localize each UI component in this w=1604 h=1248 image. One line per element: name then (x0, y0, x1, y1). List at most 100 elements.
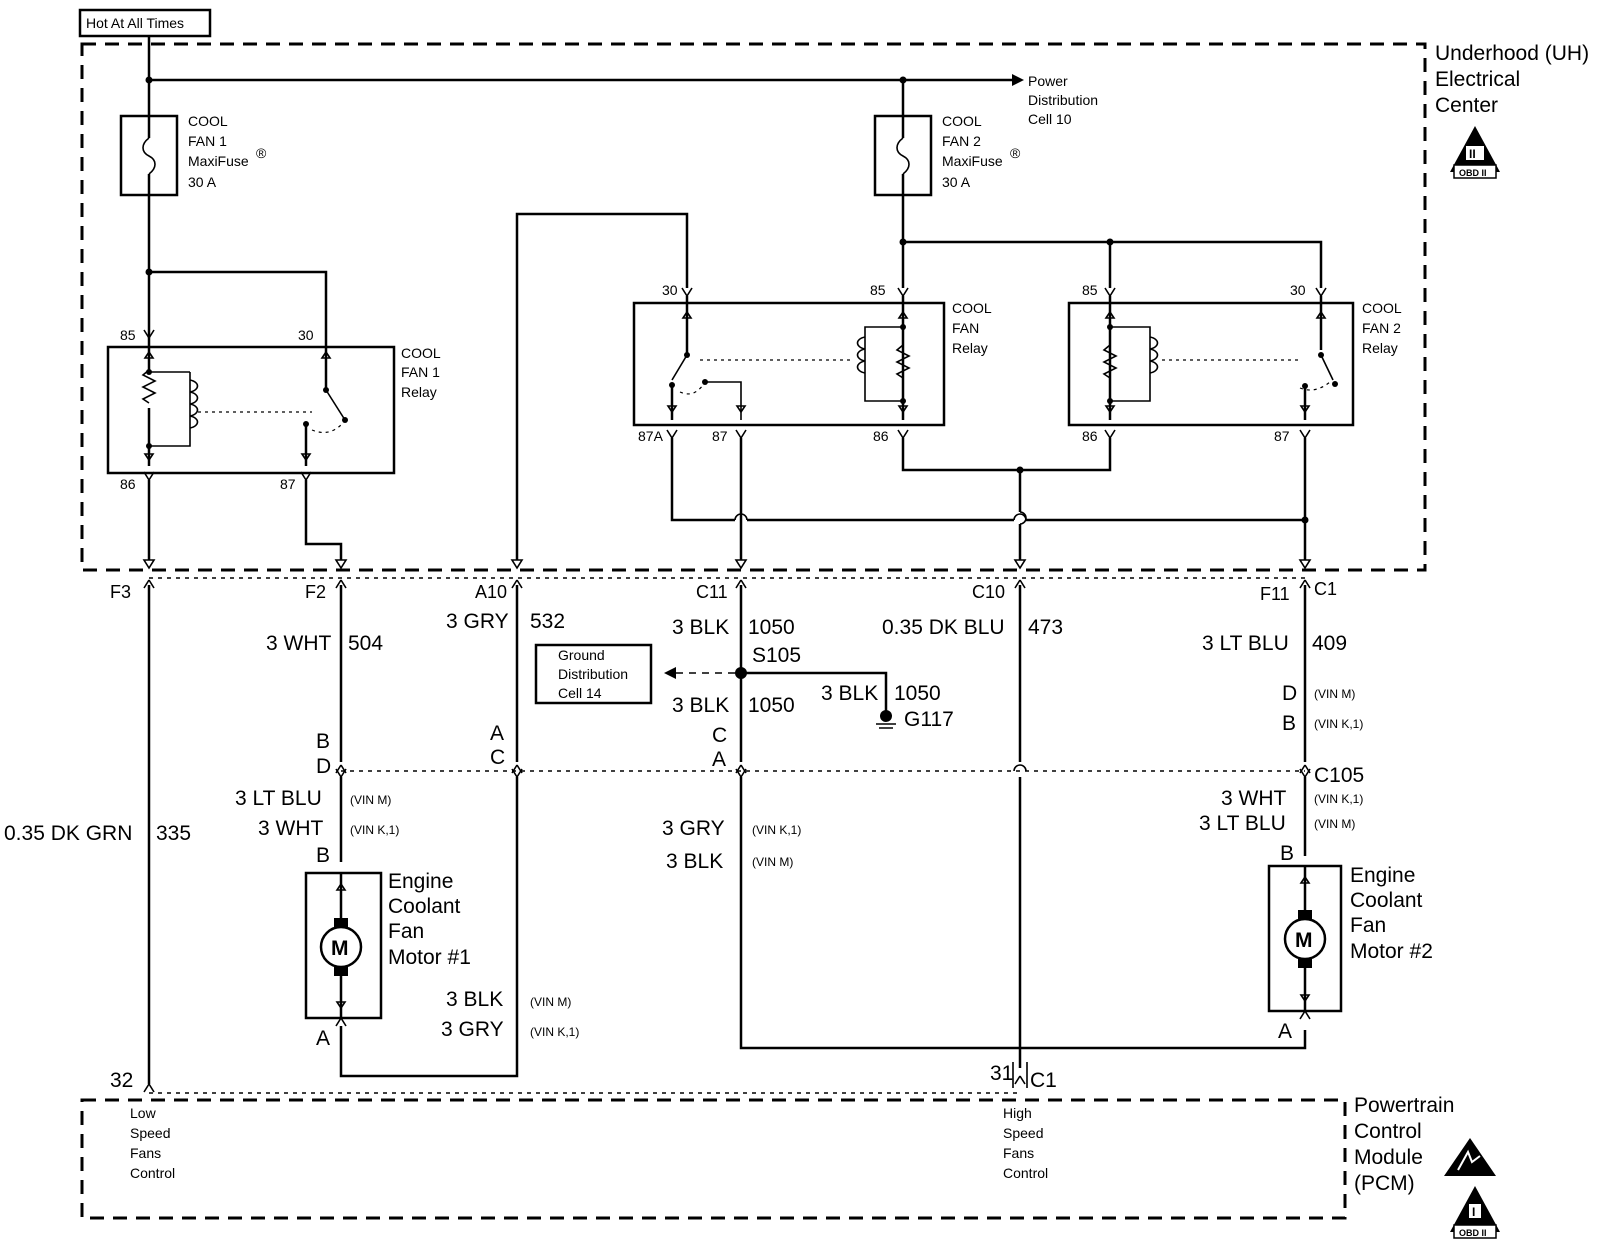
svg-text:3 BLK: 3 BLK (672, 694, 729, 717)
svg-text:85: 85 (120, 327, 136, 343)
svg-text:Control: Control (130, 1165, 175, 1181)
wire-504-label: 3 WHT 504 (266, 632, 383, 655)
svg-text:®: ® (1010, 145, 1021, 161)
svg-text:M: M (1295, 929, 1313, 952)
svg-text:532: 532 (530, 610, 565, 633)
svg-text:M: M (331, 937, 349, 960)
svg-text:30 A: 30 A (188, 174, 217, 190)
svg-text:Center: Center (1435, 94, 1498, 117)
svg-text:87: 87 (712, 428, 728, 444)
svg-text:A: A (712, 748, 726, 771)
svg-text:0.35 DK BLU: 0.35 DK BLU (882, 616, 1005, 639)
svg-text:COOL: COOL (188, 113, 228, 129)
svg-text:Coolant: Coolant (1350, 889, 1423, 912)
svg-text:®: ® (256, 145, 267, 161)
svg-text:Cell 14: Cell 14 (558, 685, 602, 701)
svg-text:(VIN K,1): (VIN K,1) (350, 823, 399, 837)
mid-wire-label: 3 GRY (VIN K,1) 3 BLK (VIN M) (662, 817, 801, 873)
svg-text:87A: 87A (638, 428, 664, 444)
a10-to-relay-30-wire (515, 212, 689, 560)
svg-text:30: 30 (662, 282, 678, 298)
svg-text:B: B (316, 844, 330, 867)
svg-text:Distribution: Distribution (1028, 92, 1098, 108)
cool-fan-relay-label: COOL FAN Relay (952, 300, 992, 356)
ground-g117-label: G117 (904, 708, 954, 731)
svg-text:C10: C10 (972, 582, 1005, 602)
svg-text:85: 85 (870, 282, 886, 298)
svg-text:Motor #1: Motor #1 (388, 946, 471, 969)
svg-text:OBD II: OBD II (1459, 1228, 1487, 1238)
svg-text:(VIN K,1): (VIN K,1) (752, 823, 801, 837)
svg-text:FAN: FAN (952, 320, 979, 336)
svg-text:3 BLK: 3 BLK (666, 850, 723, 873)
svg-text:C: C (712, 724, 727, 747)
svg-text:86: 86 (873, 428, 889, 444)
svg-text:0.35 DK GRN: 0.35 DK GRN (4, 822, 132, 845)
esd-warning-icon (1444, 1138, 1496, 1176)
svg-text:Control: Control (1354, 1120, 1422, 1143)
svg-text:3 LT BLU: 3 LT BLU (1199, 812, 1286, 835)
underhood-center-label: Underhood (UH) Electrical Center (1435, 42, 1589, 117)
motor1-ground-wire-label: 3 BLK (VIN M) 3 GRY (VIN K,1) (441, 988, 579, 1041)
svg-text:Power: Power (1028, 73, 1068, 89)
svg-text:FAN 1: FAN 1 (401, 364, 440, 380)
svg-text:3 GRY: 3 GRY (662, 817, 725, 840)
pcm-label: Powertrain Control Module (PCM) (1354, 1094, 1454, 1195)
svg-text:Underhood (UH): Underhood (UH) (1435, 42, 1589, 65)
svg-text:A: A (1278, 1020, 1292, 1043)
svg-text:85: 85 (1082, 282, 1098, 298)
svg-text:C11: C11 (696, 582, 728, 602)
svg-text:1050: 1050 (894, 682, 941, 705)
svg-text:31: 31 (990, 1062, 1013, 1085)
svg-text:MaxiFuse: MaxiFuse (188, 153, 249, 169)
svg-text:Distribution: Distribution (558, 666, 628, 682)
svg-text:Low: Low (130, 1105, 157, 1121)
svg-text:(PCM): (PCM) (1354, 1172, 1415, 1195)
svg-text:FAN 2: FAN 2 (942, 133, 981, 149)
svg-text:3 BLK: 3 BLK (446, 988, 503, 1011)
svg-text:1050: 1050 (748, 694, 795, 717)
engine-coolant-fan-motor-1 (304, 871, 383, 1020)
svg-text:3 GRY: 3 GRY (441, 1018, 504, 1041)
svg-text:Speed: Speed (130, 1125, 170, 1141)
svg-text:504: 504 (348, 632, 383, 655)
relay-2-label: COOL FAN 2 Relay (1362, 300, 1402, 356)
motor1-top-wire-label: 3 LT BLU (VIN M) 3 WHT (VIN K,1) (235, 787, 399, 840)
svg-text:(VIN K,1): (VIN K,1) (1314, 792, 1363, 806)
ground-distribution-box (534, 643, 653, 705)
motor-2-label: Engine Coolant Fan Motor #2 (1350, 864, 1433, 963)
svg-text:COOL: COOL (942, 113, 982, 129)
hot-at-all-times-box (78, 8, 212, 38)
svg-text:OBD II: OBD II (1459, 168, 1487, 178)
wire-1050-label-mid: 3 BLK 1050 (672, 694, 795, 717)
fuse-2-label: COOL FAN 2 MaxiFuse ® 30 A (942, 113, 1021, 190)
relay1-87-to-f2-wire (304, 480, 343, 560)
svg-text:Ground: Ground (558, 647, 605, 663)
svg-text:Engine: Engine (1350, 864, 1415, 887)
svg-text:473: 473 (1028, 616, 1063, 639)
svg-text:(VIN M): (VIN M) (752, 855, 793, 869)
svg-text:C: C (490, 746, 505, 769)
svg-text:I: I (1472, 1205, 1475, 1219)
svg-text:C1: C1 (1314, 579, 1337, 599)
svg-text:FAN 2: FAN 2 (1362, 320, 1401, 336)
svg-text:Relay: Relay (952, 340, 988, 356)
motor2-top-wire-label: 3 WHT (VIN K,1) 3 LT BLU (VIN M) (1199, 787, 1363, 835)
svg-text:335: 335 (156, 822, 191, 845)
wire-409-label: 3 LT BLU 409 (1202, 632, 1347, 655)
svg-text:Coolant: Coolant (388, 895, 461, 918)
svg-text:Fan: Fan (1350, 914, 1386, 937)
svg-text:(VIN K,1): (VIN K,1) (1314, 717, 1363, 731)
svg-text:(VIN K,1): (VIN K,1) (530, 1025, 579, 1039)
svg-text:87: 87 (1274, 428, 1290, 444)
high-speed-fans-control-label: High Speed Fans Control (1003, 1105, 1048, 1181)
c105-label: C105 (1314, 764, 1364, 787)
svg-text:3 BLK: 3 BLK (672, 616, 729, 639)
svg-text:Relay: Relay (1362, 340, 1398, 356)
svg-text:C1: C1 (1030, 1069, 1057, 1092)
svg-text:Fans: Fans (130, 1145, 161, 1161)
svg-text:3 WHT: 3 WHT (1221, 787, 1287, 810)
svg-text:30: 30 (1290, 282, 1306, 298)
svg-text:A: A (316, 1027, 330, 1050)
